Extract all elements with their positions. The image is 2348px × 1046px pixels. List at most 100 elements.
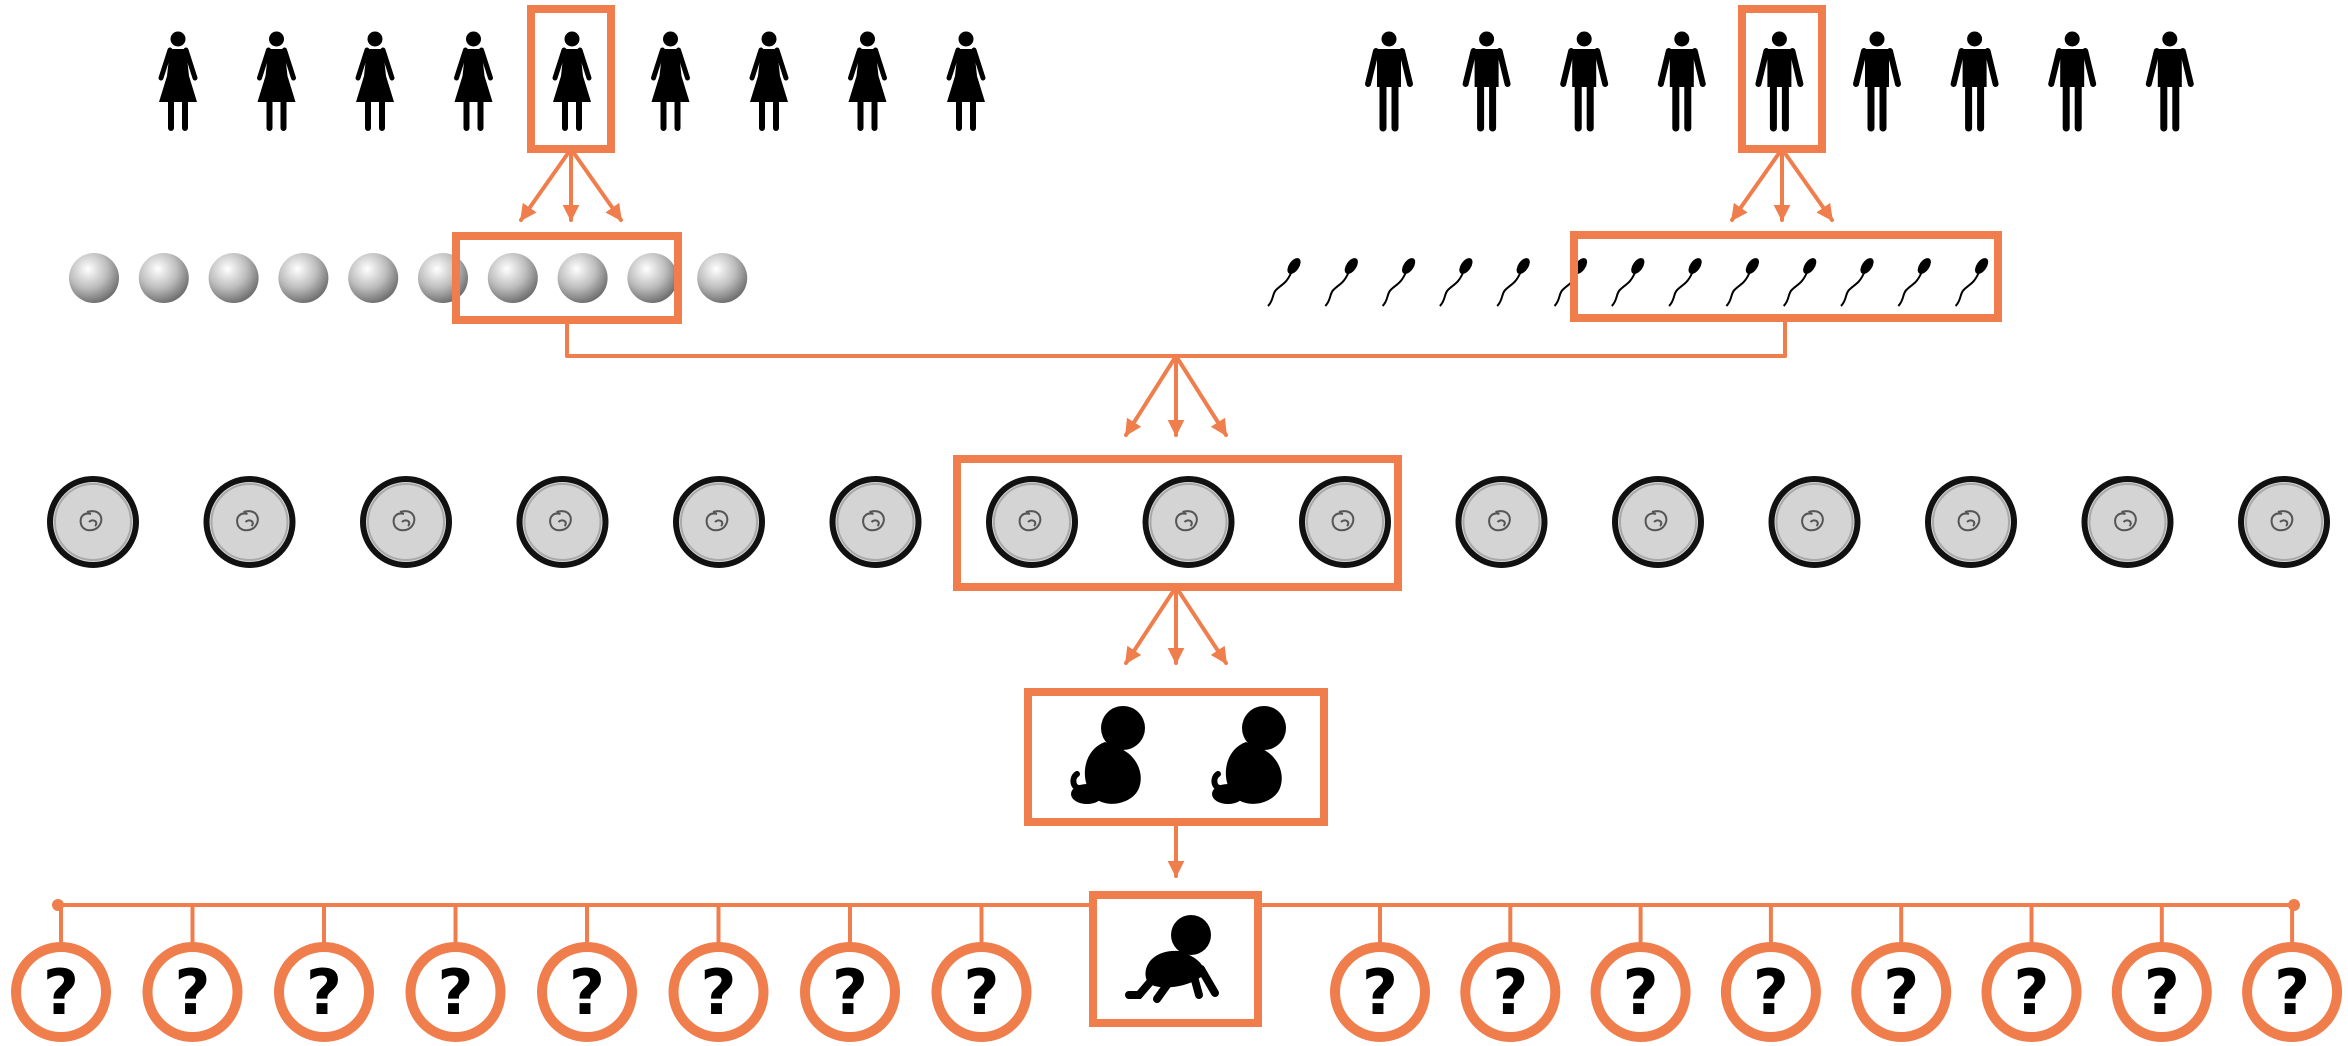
outcome-question-icon: ? xyxy=(142,942,243,1042)
man-icon xyxy=(1365,31,1413,132)
outcome-question-icon: ? xyxy=(1330,942,1430,1042)
outcome-question-icon: ? xyxy=(405,942,506,1042)
connectors xyxy=(565,316,1787,437)
arrow-left xyxy=(519,147,573,222)
embryo-icon xyxy=(203,476,296,568)
arrow-left xyxy=(1730,147,1784,222)
arrow-right xyxy=(1174,585,1228,665)
sperm-icon xyxy=(1782,258,1817,307)
outcome-question-icon: ? xyxy=(1460,942,1561,1042)
woman-icon xyxy=(257,31,296,131)
outcome-question-icon: ? xyxy=(668,942,769,1042)
egg-icon xyxy=(69,253,119,303)
embryo-icon xyxy=(47,476,139,568)
outcome-label: ? xyxy=(2014,956,2050,1029)
fetus-icon xyxy=(1070,706,1145,804)
outcome-question-icon: ? xyxy=(2242,942,2343,1042)
fetus-stage xyxy=(1024,688,1328,878)
sperm-row xyxy=(1267,231,2002,322)
chosen-baby-box xyxy=(1089,891,1262,1027)
arrow-left xyxy=(1124,354,1178,437)
outcome-question-icon: ? xyxy=(800,942,900,1042)
embryo-icon xyxy=(516,476,609,568)
outcomes-row: ???????????????? xyxy=(11,891,2343,1042)
eggs-row xyxy=(69,232,748,324)
outcome-question-icon: ? xyxy=(274,942,374,1042)
man-to-sperm-arrows xyxy=(1730,147,1834,222)
outcome-label: ? xyxy=(1362,956,1398,1029)
outcome-label: ? xyxy=(2144,956,2180,1029)
embryo-icon xyxy=(1612,476,1704,568)
embryo-icon xyxy=(1768,476,1861,568)
man-icon xyxy=(1462,31,1511,132)
man-icon xyxy=(1560,31,1609,132)
woman-icon xyxy=(158,31,198,131)
egg-icon xyxy=(348,253,399,303)
outcome-question-icon: ? xyxy=(1851,942,1952,1042)
egg-icon xyxy=(418,253,468,303)
embryo-icon xyxy=(2081,476,2174,568)
outcome-question-icon: ? xyxy=(1590,942,1691,1042)
outcome-label: ? xyxy=(701,956,737,1029)
woman-to-eggs-arrows xyxy=(519,147,623,222)
man-icon xyxy=(1657,31,1706,132)
sperm-icon xyxy=(1267,258,1301,307)
crawling-baby-icon xyxy=(1125,915,1219,1003)
man-icon xyxy=(1950,31,1999,132)
woman-icon xyxy=(552,31,592,131)
outcome-label: ? xyxy=(306,956,342,1029)
sperm-icon xyxy=(1840,258,1874,307)
outcome-label: ? xyxy=(438,956,474,1029)
outcome-label: ? xyxy=(1753,956,1789,1029)
outcome-question-icon: ? xyxy=(931,942,1032,1042)
woman-icon xyxy=(651,31,690,131)
woman-icon xyxy=(848,31,887,131)
outcome-label: ? xyxy=(1623,956,1659,1029)
sperm-icon xyxy=(1668,258,1702,307)
sperm-icon xyxy=(1954,258,1989,307)
sperm-icon xyxy=(1381,258,1416,307)
outcome-label: ? xyxy=(1883,956,1919,1029)
selected-sperm-box xyxy=(1570,231,2002,322)
women-row xyxy=(158,5,986,222)
outcome-label: ? xyxy=(832,956,868,1029)
egg-icon xyxy=(208,253,259,303)
sperm-icon xyxy=(1324,258,1358,307)
outcome-question-icon: ? xyxy=(1981,942,2082,1042)
sperm-icon xyxy=(1439,258,1473,307)
sperm-icon xyxy=(1611,258,1645,307)
sperm-icon xyxy=(1496,258,1530,307)
arrow-left xyxy=(1124,585,1178,665)
outcome-label: ? xyxy=(175,956,211,1029)
egg-icon xyxy=(627,253,678,303)
arrow-right xyxy=(1174,354,1228,437)
fetus-icon xyxy=(1211,706,1286,804)
embryo-icon xyxy=(829,476,922,568)
outcome-label: ? xyxy=(964,956,1000,1029)
embryo-icon xyxy=(2238,476,2330,568)
embryo-icon xyxy=(360,476,452,568)
man-icon xyxy=(1853,31,1901,132)
sperm-icon xyxy=(1897,258,1931,307)
fetus-box xyxy=(1024,688,1328,826)
embryo-icon xyxy=(1299,476,1391,568)
arrow-right xyxy=(569,147,623,222)
man-icon xyxy=(2145,31,2194,132)
man-icon xyxy=(1755,31,1804,132)
egg-icon xyxy=(557,253,608,303)
woman-icon xyxy=(946,31,986,131)
bracket-to-embryos-arrows xyxy=(1124,354,1228,437)
outcome-question-icon: ? xyxy=(2111,942,2212,1042)
men-row xyxy=(1365,5,2194,222)
egg-icon xyxy=(487,253,538,303)
outcome-label: ? xyxy=(569,956,605,1029)
embryo-icon xyxy=(986,476,1078,568)
outcome-question-icon: ? xyxy=(537,942,637,1042)
egg-icon xyxy=(278,253,329,303)
outcome-question-icon: ? xyxy=(1720,942,1821,1042)
arrow-right xyxy=(1780,147,1834,222)
embryo-icon xyxy=(1925,476,2017,568)
woman-icon xyxy=(454,31,493,131)
outcome-question-icon: ? xyxy=(11,942,111,1042)
